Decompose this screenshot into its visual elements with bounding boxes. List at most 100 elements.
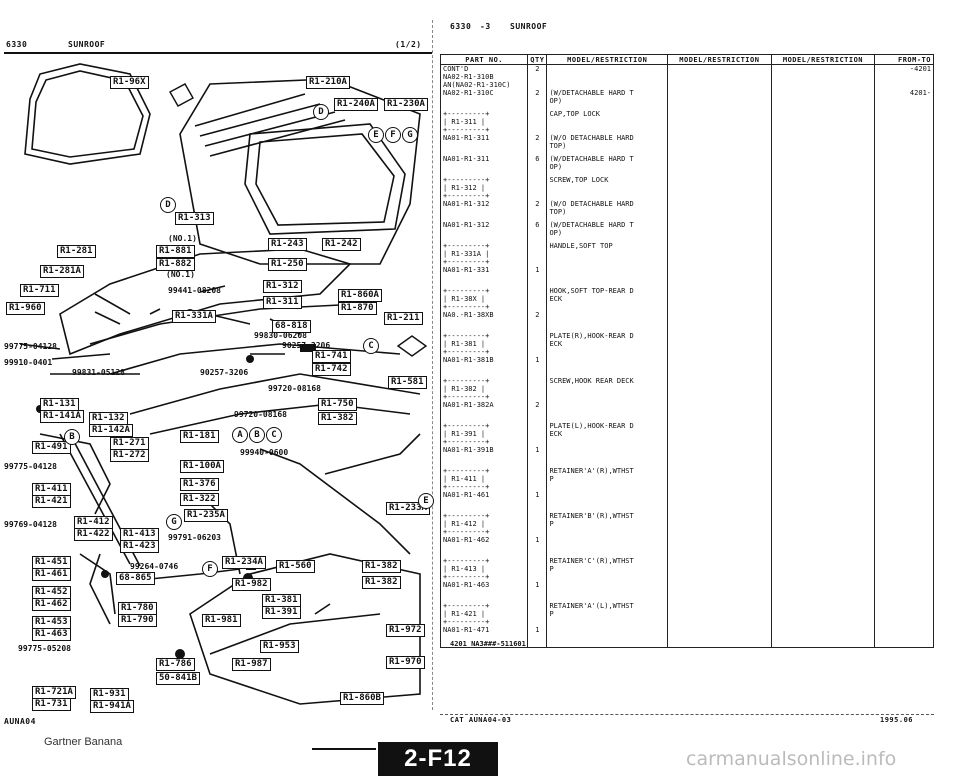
- quantity-cell: [527, 512, 548, 536]
- reference-letter-group: E: [418, 488, 435, 509]
- from-to-cell: [874, 401, 934, 422]
- part-tag: R1-331A: [172, 310, 216, 323]
- restriction-cell: [770, 155, 876, 176]
- part-tag: R1-750: [318, 398, 357, 411]
- description-cell: (W/DETACHABLE HARD T OP): [546, 89, 669, 110]
- part-number-cell: +---------+ | R1-381 | +---------+: [439, 332, 529, 356]
- restriction-cell: [667, 512, 772, 536]
- part-tag: R1-311: [263, 296, 302, 309]
- column-header: FROM-TO: [874, 54, 934, 65]
- reference-letter: B: [249, 427, 265, 443]
- restriction-cell: [667, 602, 772, 626]
- from-to-cell: [874, 332, 934, 356]
- restriction-cell: [667, 422, 772, 446]
- part-number-cell: NA01-R1-381B: [439, 356, 529, 377]
- reference-letter: G: [402, 127, 418, 143]
- part-number-cell: +---------+ | R1-421 | +---------+: [439, 602, 529, 626]
- part-callout: 99720-08168: [234, 410, 287, 419]
- reference-letter: D: [160, 197, 176, 213]
- part-tag: R1-210A: [306, 76, 350, 89]
- part-number-cell: NA02-R1-310C: [439, 89, 529, 110]
- part-tag: R1-322: [180, 493, 219, 506]
- restriction-cell: [770, 134, 876, 155]
- quantity-cell: 1: [527, 446, 548, 467]
- restriction-cell: [770, 626, 876, 648]
- from-to-cell: [874, 512, 934, 536]
- from-to-cell: [874, 134, 934, 155]
- table-row: +---------+ | R1-382 | +---------+SCREW,…: [439, 377, 934, 401]
- description-cell: SCREW,TOP LOCK: [546, 176, 669, 200]
- part-tag: R1-581: [388, 376, 427, 389]
- part-callout: 99830-06208: [254, 331, 307, 340]
- part-callout: 99910-0401: [4, 358, 53, 367]
- part-tag: R1-281: [57, 245, 96, 258]
- footer-rule: [440, 714, 934, 716]
- restriction-cell: [770, 287, 876, 311]
- from-to-cell: [874, 221, 934, 242]
- quantity-cell: [527, 242, 548, 266]
- reference-letter-group: C: [363, 333, 380, 354]
- part-tag: R1-96X: [110, 76, 149, 89]
- left-page-code: 6330: [6, 40, 28, 49]
- description-cell: RETAINER'C'(R),WTHST P: [546, 557, 669, 581]
- part-number-cell: NA01-R1-331: [439, 266, 529, 287]
- quantity-cell: 1: [527, 266, 548, 287]
- table-row: +---------+ | R1-312 | +---------+SCREW,…: [439, 176, 934, 200]
- part-callout: 99769-04128: [4, 520, 57, 529]
- table-row: +---------+ | R1-331A | +---------+HANDL…: [439, 242, 934, 266]
- from-to-cell: [874, 287, 934, 311]
- from-to-cell: [874, 467, 934, 491]
- description-cell: [546, 64, 669, 89]
- part-number-cell: +---------+ | R1-311 | +---------+: [439, 110, 529, 134]
- part-tag: R1-462: [32, 598, 71, 611]
- part-tag: 68-818: [272, 320, 311, 333]
- quantity-cell: 2: [527, 134, 548, 155]
- part-tag: R1-742: [312, 363, 351, 376]
- part-number-cell: +---------+ | R1-413 | +---------+: [439, 557, 529, 581]
- restriction-cell: [667, 200, 772, 221]
- part-tag: R1-870: [338, 302, 377, 315]
- quantity-cell: [527, 602, 548, 626]
- restriction-cell: [770, 200, 876, 221]
- restriction-cell: [667, 491, 772, 512]
- part-callout: 99940-0600: [240, 448, 289, 457]
- part-callout: 99831-05128: [72, 368, 125, 377]
- catalog-number: CAT AUNA04-03: [450, 716, 512, 724]
- quantity-cell: 2: [527, 200, 548, 221]
- description-cell: [546, 626, 669, 648]
- page-divider: [432, 20, 434, 710]
- quantity-cell: 2: [527, 89, 548, 110]
- part-tag: R1-953: [260, 640, 299, 653]
- from-to-cell: [874, 200, 934, 221]
- part-tag: R1-242: [322, 238, 361, 251]
- part-tag: R1-423: [120, 540, 159, 553]
- reference-letter: E: [418, 493, 434, 509]
- reference-letter-group: D: [313, 99, 330, 120]
- table-row: +---------+ | R1-421 | +---------+RETAIN…: [439, 602, 934, 626]
- restriction-cell: [667, 581, 772, 602]
- quantity-cell: 1: [527, 581, 548, 602]
- restriction-cell: [770, 446, 876, 467]
- part-number-cell: +---------+ | R1-411 | +---------+: [439, 467, 529, 491]
- part-tag: R1-181: [180, 430, 219, 443]
- from-to-cell: [874, 446, 934, 467]
- from-to-cell: [874, 266, 934, 287]
- part-tag: R1-272: [110, 449, 149, 462]
- part-tag: R1-491: [32, 441, 71, 454]
- quantity-cell: [527, 377, 548, 401]
- restriction-cell: [667, 242, 772, 266]
- right-page-dash: -3: [480, 22, 491, 31]
- quantity-cell: 1: [527, 491, 548, 512]
- from-to-cell: [874, 176, 934, 200]
- part-number-cell: NA01-R1-312: [439, 221, 529, 242]
- site-watermark: carmanualsonline.info: [686, 748, 897, 770]
- table-row: CONT'D NA02-R1-310B AN(NA02-R1-310C)2-42…: [439, 64, 934, 89]
- restriction-cell: [667, 626, 772, 648]
- restriction-cell: [667, 557, 772, 581]
- footer-bar: [312, 748, 376, 750]
